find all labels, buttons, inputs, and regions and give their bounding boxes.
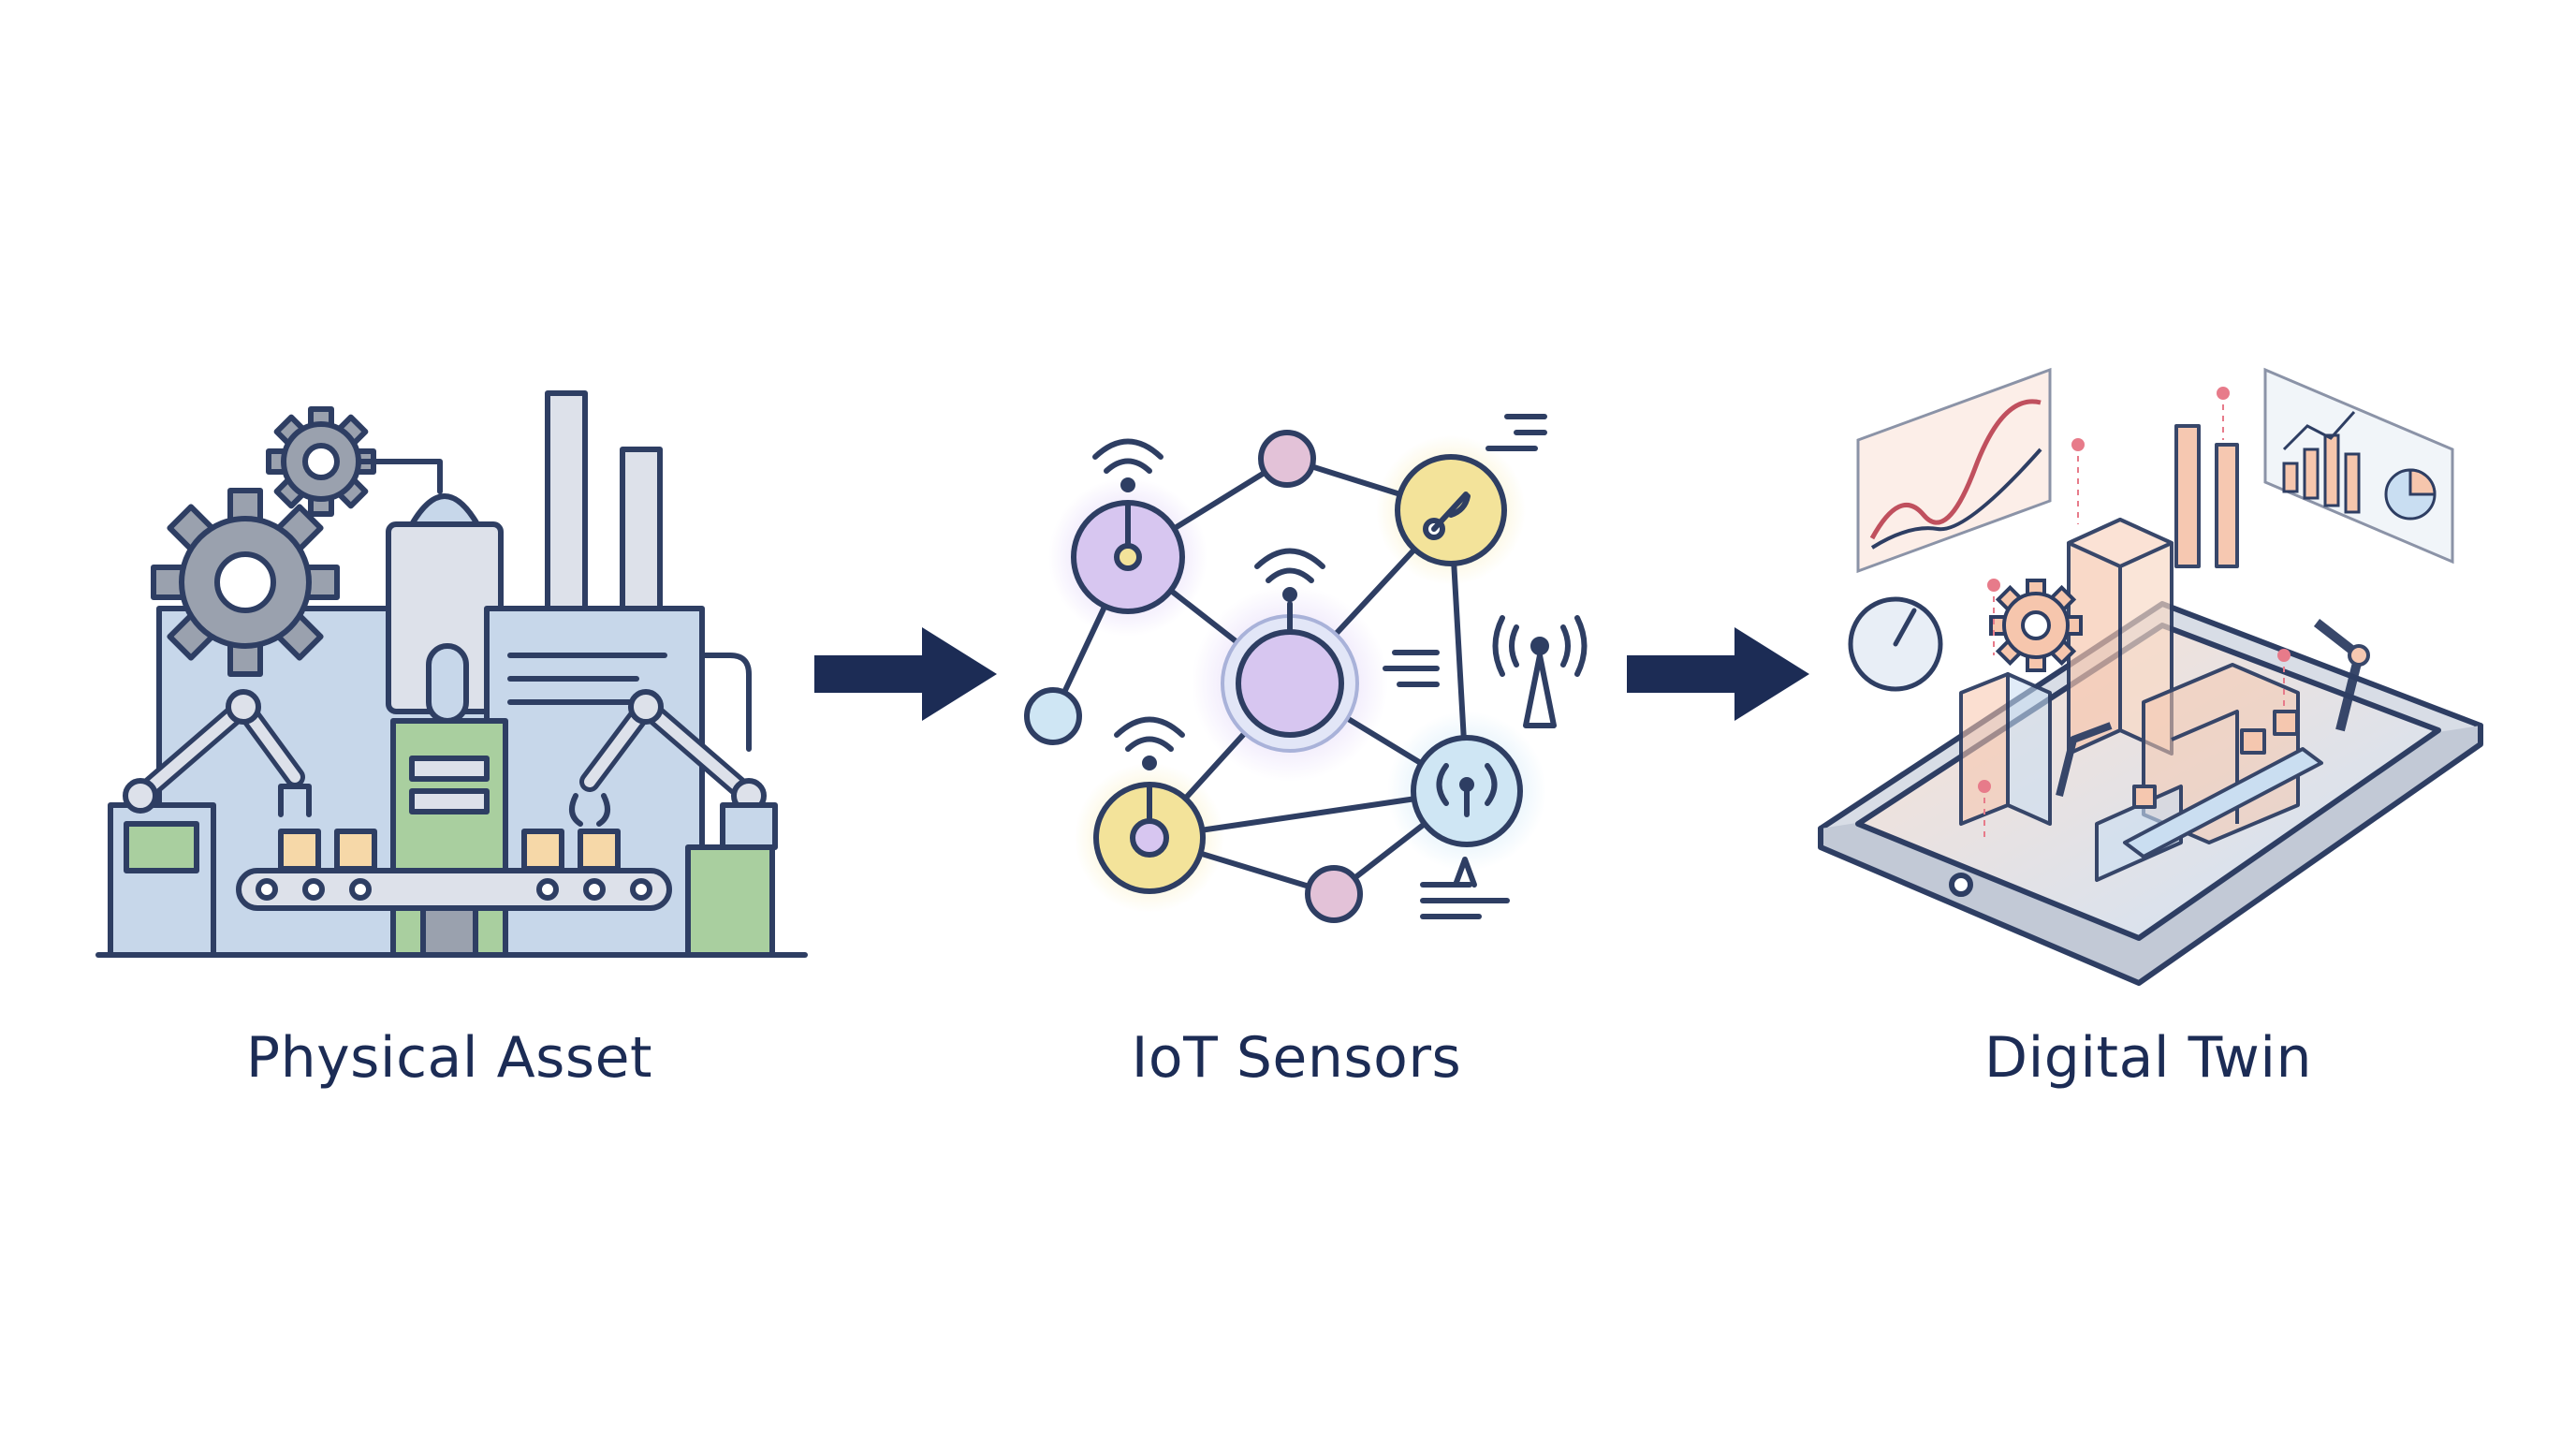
gear-icon bbox=[266, 406, 376, 517]
antenna-icon bbox=[1492, 615, 1588, 728]
wifi-signal-icon bbox=[1254, 548, 1325, 602]
robot-arm-icon bbox=[569, 689, 778, 850]
label-digital-twin: Digital Twin bbox=[1983, 1025, 2313, 1091]
line-chart-icon bbox=[1856, 367, 2052, 574]
connector-line bbox=[358, 459, 443, 494]
twin-factory-icon bbox=[1959, 424, 2370, 882]
label-physical-asset: Physical Asset bbox=[245, 1025, 653, 1091]
data-lines-icon bbox=[1383, 414, 1547, 919]
factory-icon bbox=[95, 390, 808, 958]
gear-icon bbox=[151, 488, 340, 677]
label-iot-sensors: IoT Sensors bbox=[1131, 1025, 1462, 1091]
sensor-pin-icon bbox=[1983, 393, 2285, 843]
robot-arm-icon bbox=[123, 689, 312, 817]
arrow-right-icon bbox=[814, 627, 997, 721]
gear-icon bbox=[1989, 579, 2083, 672]
gauge-icon bbox=[1848, 596, 1943, 692]
wifi-signal-icon bbox=[1114, 716, 1185, 770]
pie-chart-icon bbox=[2384, 468, 2437, 521]
sensor-network-icon bbox=[1024, 430, 1546, 923]
bar-chart-icon bbox=[2263, 367, 2454, 565]
wifi-signal-icon bbox=[1092, 438, 1164, 492]
sensor-dot bbox=[1978, 387, 2291, 793]
arrow-right-icon bbox=[1627, 627, 1809, 721]
